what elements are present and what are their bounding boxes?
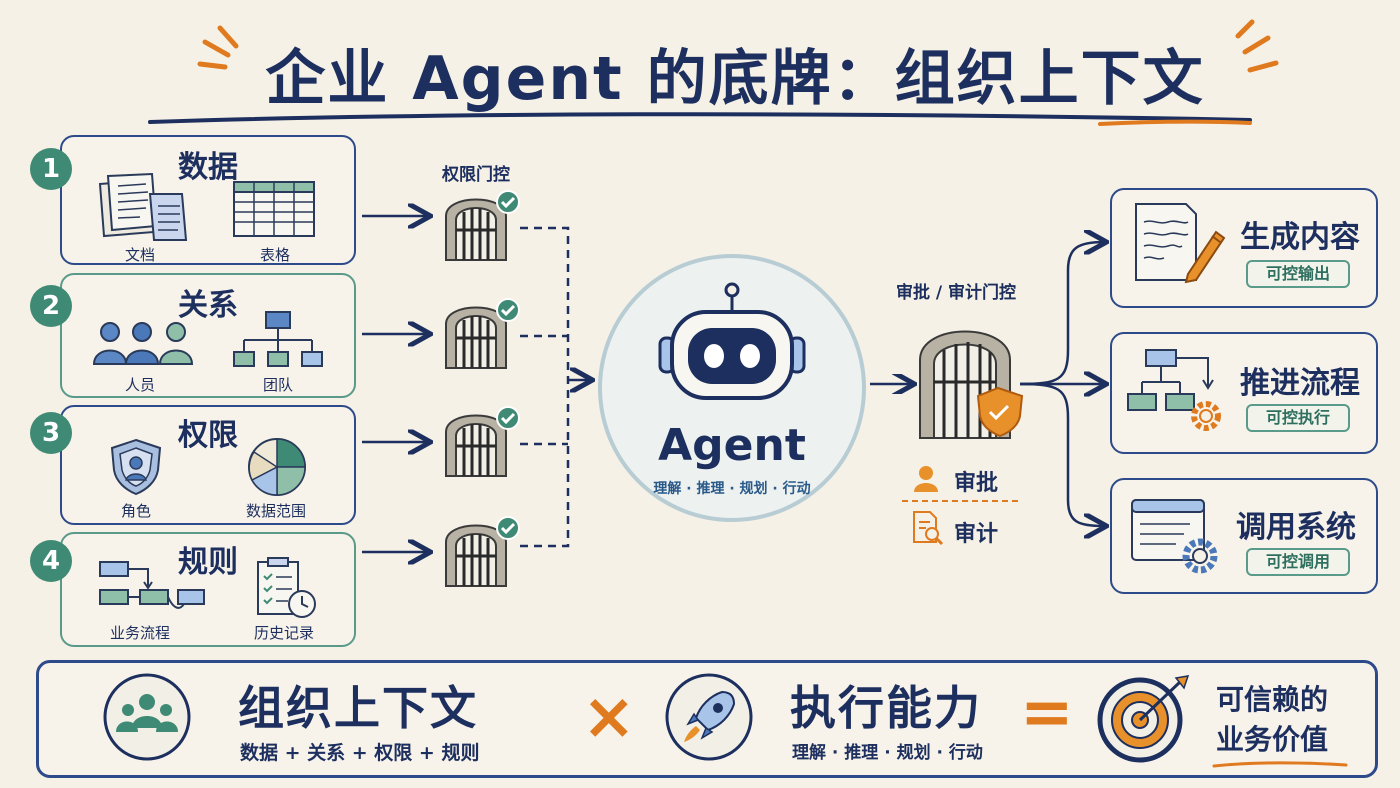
gate-connectors bbox=[362, 180, 630, 580]
page-title: 企业 Agent 的底牌：组织上下文 bbox=[265, 44, 1205, 114]
item-label: 团队 bbox=[262, 376, 293, 394]
approval-gate-icon bbox=[919, 330, 1024, 439]
process-gear-icon bbox=[1127, 349, 1221, 431]
approval-gate-label: 审批 / 审计门控 bbox=[896, 283, 1017, 303]
role-shield-icon bbox=[110, 438, 162, 496]
title-decoration bbox=[148, 19, 1279, 126]
equals-operator: = bbox=[1020, 676, 1074, 750]
formula-left-title: 组织上下文 bbox=[238, 681, 478, 735]
multiply-operator: × bbox=[582, 680, 636, 754]
output-branch-arrows bbox=[1019, 230, 1118, 540]
output-title: 调用系统 bbox=[1236, 510, 1356, 545]
approval-divider bbox=[902, 500, 1022, 502]
number-badge: 1 bbox=[30, 148, 72, 190]
number-badge: 2 bbox=[30, 285, 72, 327]
audit-label: 审计 bbox=[954, 522, 999, 547]
agent-to-approval-arrow bbox=[870, 374, 918, 394]
item-label: 角色 bbox=[120, 502, 151, 520]
item-label: 表格 bbox=[259, 246, 290, 264]
agent-name: Agent bbox=[658, 420, 806, 471]
rocket-icon bbox=[665, 673, 753, 761]
data-scope-pie-icon bbox=[248, 438, 306, 496]
source-card-permissions bbox=[60, 405, 356, 525]
card-title: 数据 bbox=[178, 150, 238, 185]
item-label: 人员 bbox=[124, 376, 155, 394]
output-title: 生成内容 bbox=[1240, 220, 1360, 255]
item-label: 数据范围 bbox=[245, 502, 306, 520]
item-label: 业务流程 bbox=[109, 624, 170, 642]
output-title: 推进流程 bbox=[1240, 366, 1360, 401]
table-icon bbox=[233, 181, 315, 237]
target-icon bbox=[1097, 675, 1190, 763]
document-pencil-icon bbox=[1135, 203, 1226, 284]
permission-gate-label: 权限门控 bbox=[442, 165, 510, 185]
agent-robot-icon bbox=[598, 254, 866, 522]
gate-icon bbox=[445, 190, 520, 261]
system-window-gear-icon bbox=[1131, 499, 1218, 574]
item-label: 历史记录 bbox=[253, 624, 314, 642]
formula-middle-title: 执行能力 bbox=[790, 681, 982, 735]
formula-result-line1: 可信赖的 bbox=[1216, 683, 1329, 716]
number-badge: 4 bbox=[30, 540, 72, 582]
team-icon bbox=[103, 673, 191, 761]
formula-middle-subtitle: 理解 · 推理 · 规划 · 行动 bbox=[792, 743, 983, 763]
card-title: 规则 bbox=[178, 545, 238, 580]
number-badge: 3 bbox=[30, 412, 72, 454]
agent-subtitle: 理解 · 推理 · 规划 · 行动 bbox=[653, 481, 811, 497]
result-underline bbox=[1212, 761, 1348, 768]
output-tag: 可控执行 bbox=[1246, 404, 1350, 432]
formula-left-subtitle: 数据 + 关系 + 权限 + 规则 bbox=[240, 742, 480, 764]
item-label: 文档 bbox=[124, 246, 155, 264]
gate-icon bbox=[445, 298, 520, 369]
person-icon bbox=[914, 466, 938, 492]
formula-result-line2: 业务价值 bbox=[1216, 723, 1329, 756]
workflow-icon bbox=[99, 561, 205, 609]
history-clipboard-icon bbox=[257, 557, 316, 618]
document-icon bbox=[98, 172, 188, 241]
gate-icon bbox=[445, 516, 520, 587]
output-tag: 可控调用 bbox=[1246, 548, 1350, 576]
card-title: 权限 bbox=[178, 418, 238, 453]
org-chart-icon bbox=[233, 311, 323, 367]
card-title: 关系 bbox=[178, 288, 238, 323]
gate-icon bbox=[445, 406, 520, 477]
approve-label: 审批 bbox=[954, 471, 999, 496]
people-icon bbox=[92, 322, 194, 365]
audit-icon bbox=[913, 511, 944, 546]
output-tag: 可控输出 bbox=[1246, 260, 1350, 288]
